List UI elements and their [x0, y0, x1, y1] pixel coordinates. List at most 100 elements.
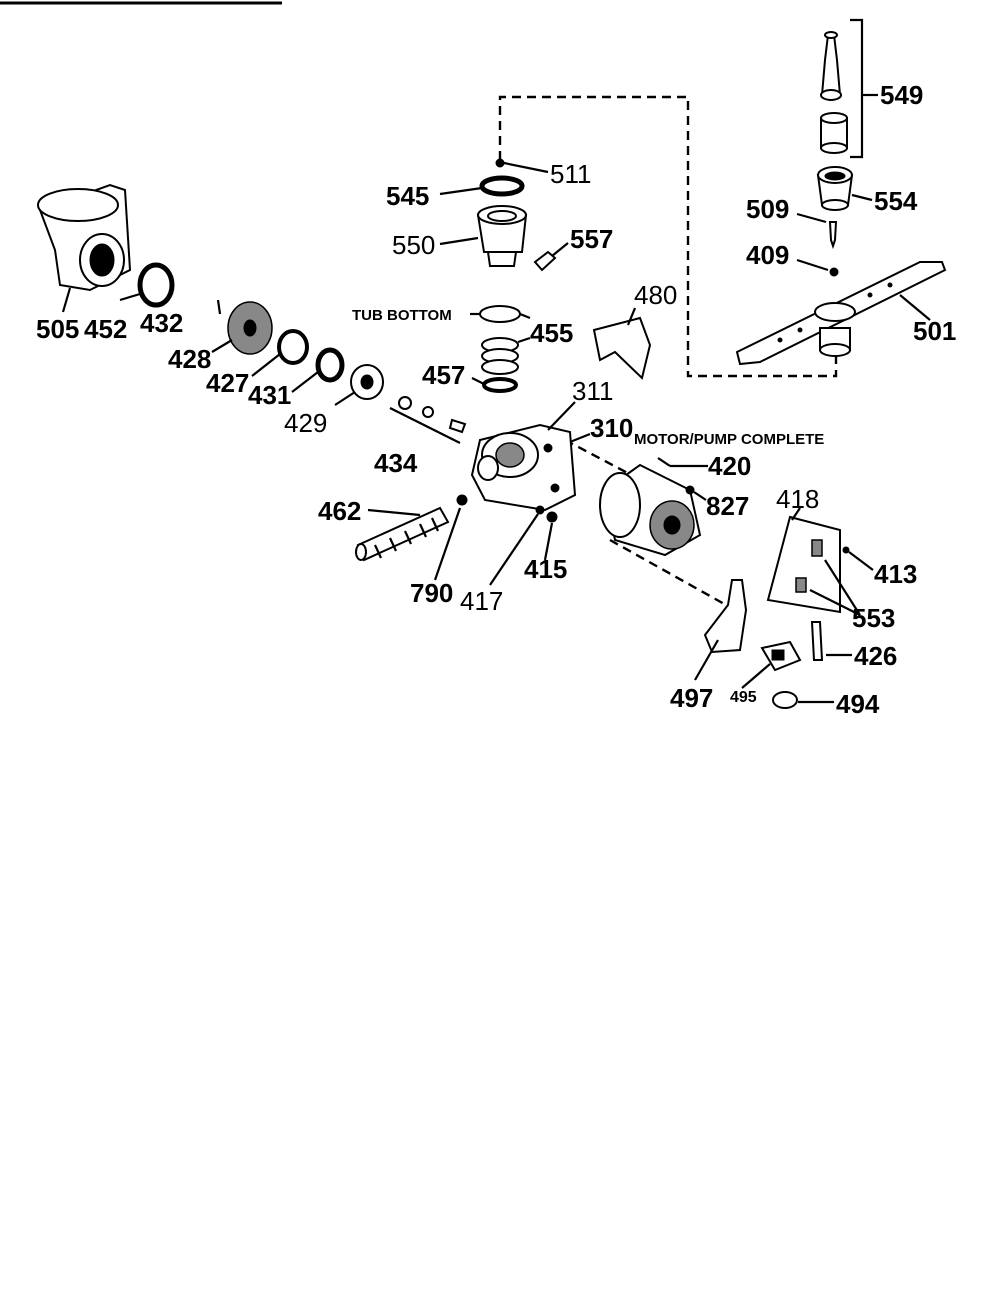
leader-462	[367, 508, 421, 517]
label-452: 452	[84, 314, 127, 344]
leader-409	[796, 258, 829, 272]
leader-557	[551, 242, 569, 257]
part-549-shaft	[820, 31, 848, 154]
leader-427	[251, 353, 281, 377]
label-550: 550	[392, 230, 435, 260]
part-432-pin	[216, 299, 222, 315]
label-418: 418	[776, 484, 819, 514]
leader-550	[439, 236, 479, 246]
part-426-clip	[810, 621, 824, 661]
label-457: 457	[422, 360, 465, 390]
label-432: 432	[140, 308, 183, 338]
part-415	[546, 511, 558, 523]
bracket-434	[389, 407, 461, 444]
leader-310	[569, 432, 591, 444]
label-417: 417	[460, 586, 503, 616]
part-509-screw	[828, 221, 838, 250]
leader-509	[796, 212, 827, 224]
part-557-nozzle	[533, 250, 557, 272]
bracket-549	[850, 18, 864, 159]
label-431: 431	[248, 380, 291, 410]
leader-tub-bottom-right	[519, 312, 531, 320]
label-415: 415	[524, 554, 567, 584]
part-497-bracket	[703, 579, 748, 654]
part-827	[685, 485, 695, 495]
part-494	[772, 691, 798, 709]
dashed-connector-motor	[564, 438, 661, 492]
leader-554	[851, 193, 873, 202]
leader-428	[211, 339, 233, 353]
label-790: 790	[410, 578, 453, 608]
part-418-bracket	[766, 515, 841, 614]
label-413: 413	[874, 559, 917, 589]
leader-790	[433, 507, 462, 581]
part-431-ring	[315, 347, 345, 383]
leader-417	[489, 513, 539, 586]
part-427-seal	[277, 329, 309, 365]
leader-505	[61, 287, 72, 313]
part-455-bellows	[481, 337, 519, 375]
leader-497	[694, 639, 719, 681]
label-549: 549	[880, 80, 923, 110]
part-495	[760, 640, 802, 672]
leader-431	[291, 371, 319, 393]
leader-545	[439, 186, 483, 196]
part-434-hardware	[398, 396, 467, 434]
leader-501	[899, 294, 931, 321]
part-501-spray-arm	[735, 261, 947, 366]
part-511	[495, 158, 505, 168]
label-495: 495	[730, 689, 757, 706]
tub-bottom-ring	[479, 305, 521, 323]
part-550-cup	[476, 205, 528, 267]
part-429-bearing	[350, 364, 384, 400]
part-545-ring	[479, 175, 525, 197]
label-557: 557	[570, 224, 613, 254]
label-310: 310	[590, 413, 633, 443]
part-452-clamp	[137, 262, 175, 308]
leader-311	[547, 401, 576, 431]
leader-452	[119, 292, 141, 302]
part-409-nut	[829, 267, 839, 277]
part-417	[535, 505, 545, 515]
part-462-hose	[355, 506, 450, 562]
label-428: 428	[168, 344, 211, 374]
leader-429	[334, 391, 356, 406]
label-426: 426	[854, 641, 897, 671]
label-420: 420	[708, 451, 751, 481]
label-427: 427	[206, 368, 249, 398]
leader-511	[503, 161, 549, 174]
part-505-housing	[37, 183, 132, 292]
leader-457	[471, 377, 485, 385]
label-409: 409	[746, 240, 789, 270]
leader-418	[791, 507, 801, 521]
label-494: 494	[836, 689, 880, 719]
part-457-clamp	[482, 377, 518, 393]
label-509: 509	[746, 194, 789, 224]
label-827: 827	[706, 491, 749, 521]
label-462: 462	[318, 496, 361, 526]
leader-480	[626, 307, 637, 326]
leader-413	[848, 551, 874, 571]
part-554-cap	[816, 166, 854, 211]
dashed-connector-spray-arm	[498, 95, 838, 378]
dashed-connector-bracket	[609, 538, 736, 612]
label-434: 434	[374, 448, 418, 478]
leader-455	[517, 336, 531, 344]
label-motor-pump-complete: MOTOR/PUMP COMPLETE	[634, 431, 824, 448]
label-311: 311	[572, 376, 613, 406]
part-480-shield	[592, 316, 652, 380]
label-429: 429	[284, 408, 327, 438]
label-501: 501	[913, 316, 956, 346]
leader-553b	[809, 589, 861, 616]
label-554: 554	[874, 186, 918, 216]
part-413	[842, 546, 850, 554]
label-511: 511	[550, 159, 591, 189]
part-790	[456, 494, 468, 506]
part-420-wire	[657, 457, 671, 467]
label-480: 480	[634, 280, 677, 310]
label-553: 553	[852, 603, 895, 633]
label-455: 455	[530, 318, 573, 348]
leader-827	[693, 491, 707, 501]
label-545: 545	[386, 181, 429, 211]
